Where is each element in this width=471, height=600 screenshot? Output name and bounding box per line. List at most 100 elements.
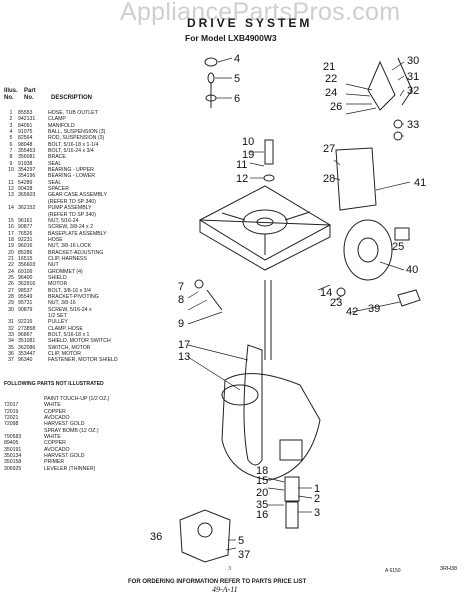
part-description: BRACKET-PIVOTING [48, 293, 99, 300]
part-description: NUT [48, 262, 59, 269]
part-description: SHIELD [48, 274, 67, 281]
paint-description: SPRAY BOMB (12 OZ.) [44, 427, 99, 434]
part-illus-no: 1 [9, 110, 13, 116]
part-number: 96161 [18, 217, 33, 224]
motor-end-shape [357, 237, 379, 263]
part-number: 356081 [18, 154, 36, 161]
part-description: MANIFOLD [48, 122, 75, 129]
part-description: CLAMP, HOSE [48, 325, 83, 332]
part-description: GEAR CASE ASSEMBLY [48, 192, 108, 199]
part-illus-no: 8 [9, 154, 13, 161]
part-number: 355453 [18, 148, 36, 155]
callout-number: 42 [346, 306, 358, 318]
part-illus-no: 6 [9, 141, 13, 148]
header-part-no: No. [24, 95, 34, 101]
top-seal-shape [264, 139, 274, 165]
part-description: SWITCH, MOTOR [48, 344, 91, 351]
callout-number: 20 [256, 487, 268, 499]
paint-row: 72021 AVOCADO [4, 415, 110, 421]
callout-number: 37 [238, 549, 250, 561]
callout-number: 26 [330, 101, 342, 113]
part-number: 96016 [18, 243, 33, 250]
part-description: (REFER TO SP 340) [48, 211, 96, 218]
paint-description: HARVEST GOLD [44, 453, 85, 460]
callout-number: 18 [256, 465, 268, 477]
header-part: Part [24, 88, 36, 94]
part-description: SPACER [48, 186, 69, 193]
part-description: BEARING - UPPER [48, 167, 94, 174]
callout-number: 21 [323, 61, 335, 73]
part-number: 942131 [18, 116, 36, 123]
part-row: 1/2 SET [4, 313, 118, 319]
callout-number: 5 [234, 73, 240, 85]
part-illus-no: 26 [8, 281, 14, 288]
callout-number: 39 [368, 303, 380, 315]
part-number: 54289 [18, 179, 33, 186]
part-illus-no: 19 [8, 243, 14, 250]
paint-description: AVOCADO [44, 415, 70, 422]
rib-shape [284, 211, 311, 221]
part-number: 91075 [18, 129, 33, 136]
part-illus-no: 22 [8, 262, 14, 269]
part-number: 96867 [18, 332, 33, 339]
part-number: 356603 [18, 262, 36, 269]
callout-number: 23 [330, 297, 342, 309]
paint-part-number: 790583 [4, 434, 22, 441]
paint-part-number: 72017 [4, 402, 19, 409]
callout-number: 24 [325, 87, 337, 99]
paint-part-number: 350158 [4, 459, 22, 466]
part-description: NUT, 3/8-16 [48, 300, 76, 307]
callout-number: 25 [392, 241, 404, 253]
part-description: BASEPLATE ASSEMBLY [48, 230, 107, 237]
figure-number: A 6150 [385, 568, 401, 574]
callout-number: 6 [234, 93, 240, 105]
paint-part-number: 72021 [4, 415, 19, 422]
nut-shape [194, 279, 204, 289]
part-illus-no: 36 [8, 351, 14, 358]
part-number: 92216 [18, 319, 33, 326]
callout-number: 15 [256, 475, 268, 487]
motor-clip-shape [397, 289, 421, 307]
paint-row: PAINT TOUCH-UP (1/2 OZ.) [4, 396, 110, 402]
part-number: 362916 [18, 281, 36, 288]
part-description: BRACE [48, 154, 66, 161]
part-illus-no: 33 [8, 332, 14, 339]
paint-description: WHITE [44, 402, 61, 409]
part-number: 365603 [18, 192, 36, 199]
not-illustrated-heading: FOLLOWING PARTS NOT ILLUSTRATED [4, 381, 104, 387]
part-description: HOSE [48, 236, 63, 243]
paint-row: SPRAY BOMB (12 OZ.) [4, 428, 110, 434]
callout-number: 41 [414, 177, 426, 189]
part-description: NUT, 5/16-24 [48, 217, 79, 224]
part-illus-no: 29 [8, 300, 14, 307]
callout-number: 4 [234, 53, 240, 65]
part-illus-no: 10 [8, 167, 14, 174]
handwritten-note: 49-A-11 [212, 585, 238, 594]
part-illus-no: 4 [9, 129, 13, 136]
callout-number: 31 [407, 71, 419, 83]
watermark: AppliancePartsPros.com [120, 0, 401, 26]
callout-number: 5 [238, 535, 244, 547]
bolt-shape [393, 131, 403, 141]
part-number: 85286 [18, 249, 33, 256]
part-number: 84091 [18, 122, 33, 129]
callout-number: 27 [323, 143, 335, 155]
callout-number: 16 [256, 509, 268, 521]
